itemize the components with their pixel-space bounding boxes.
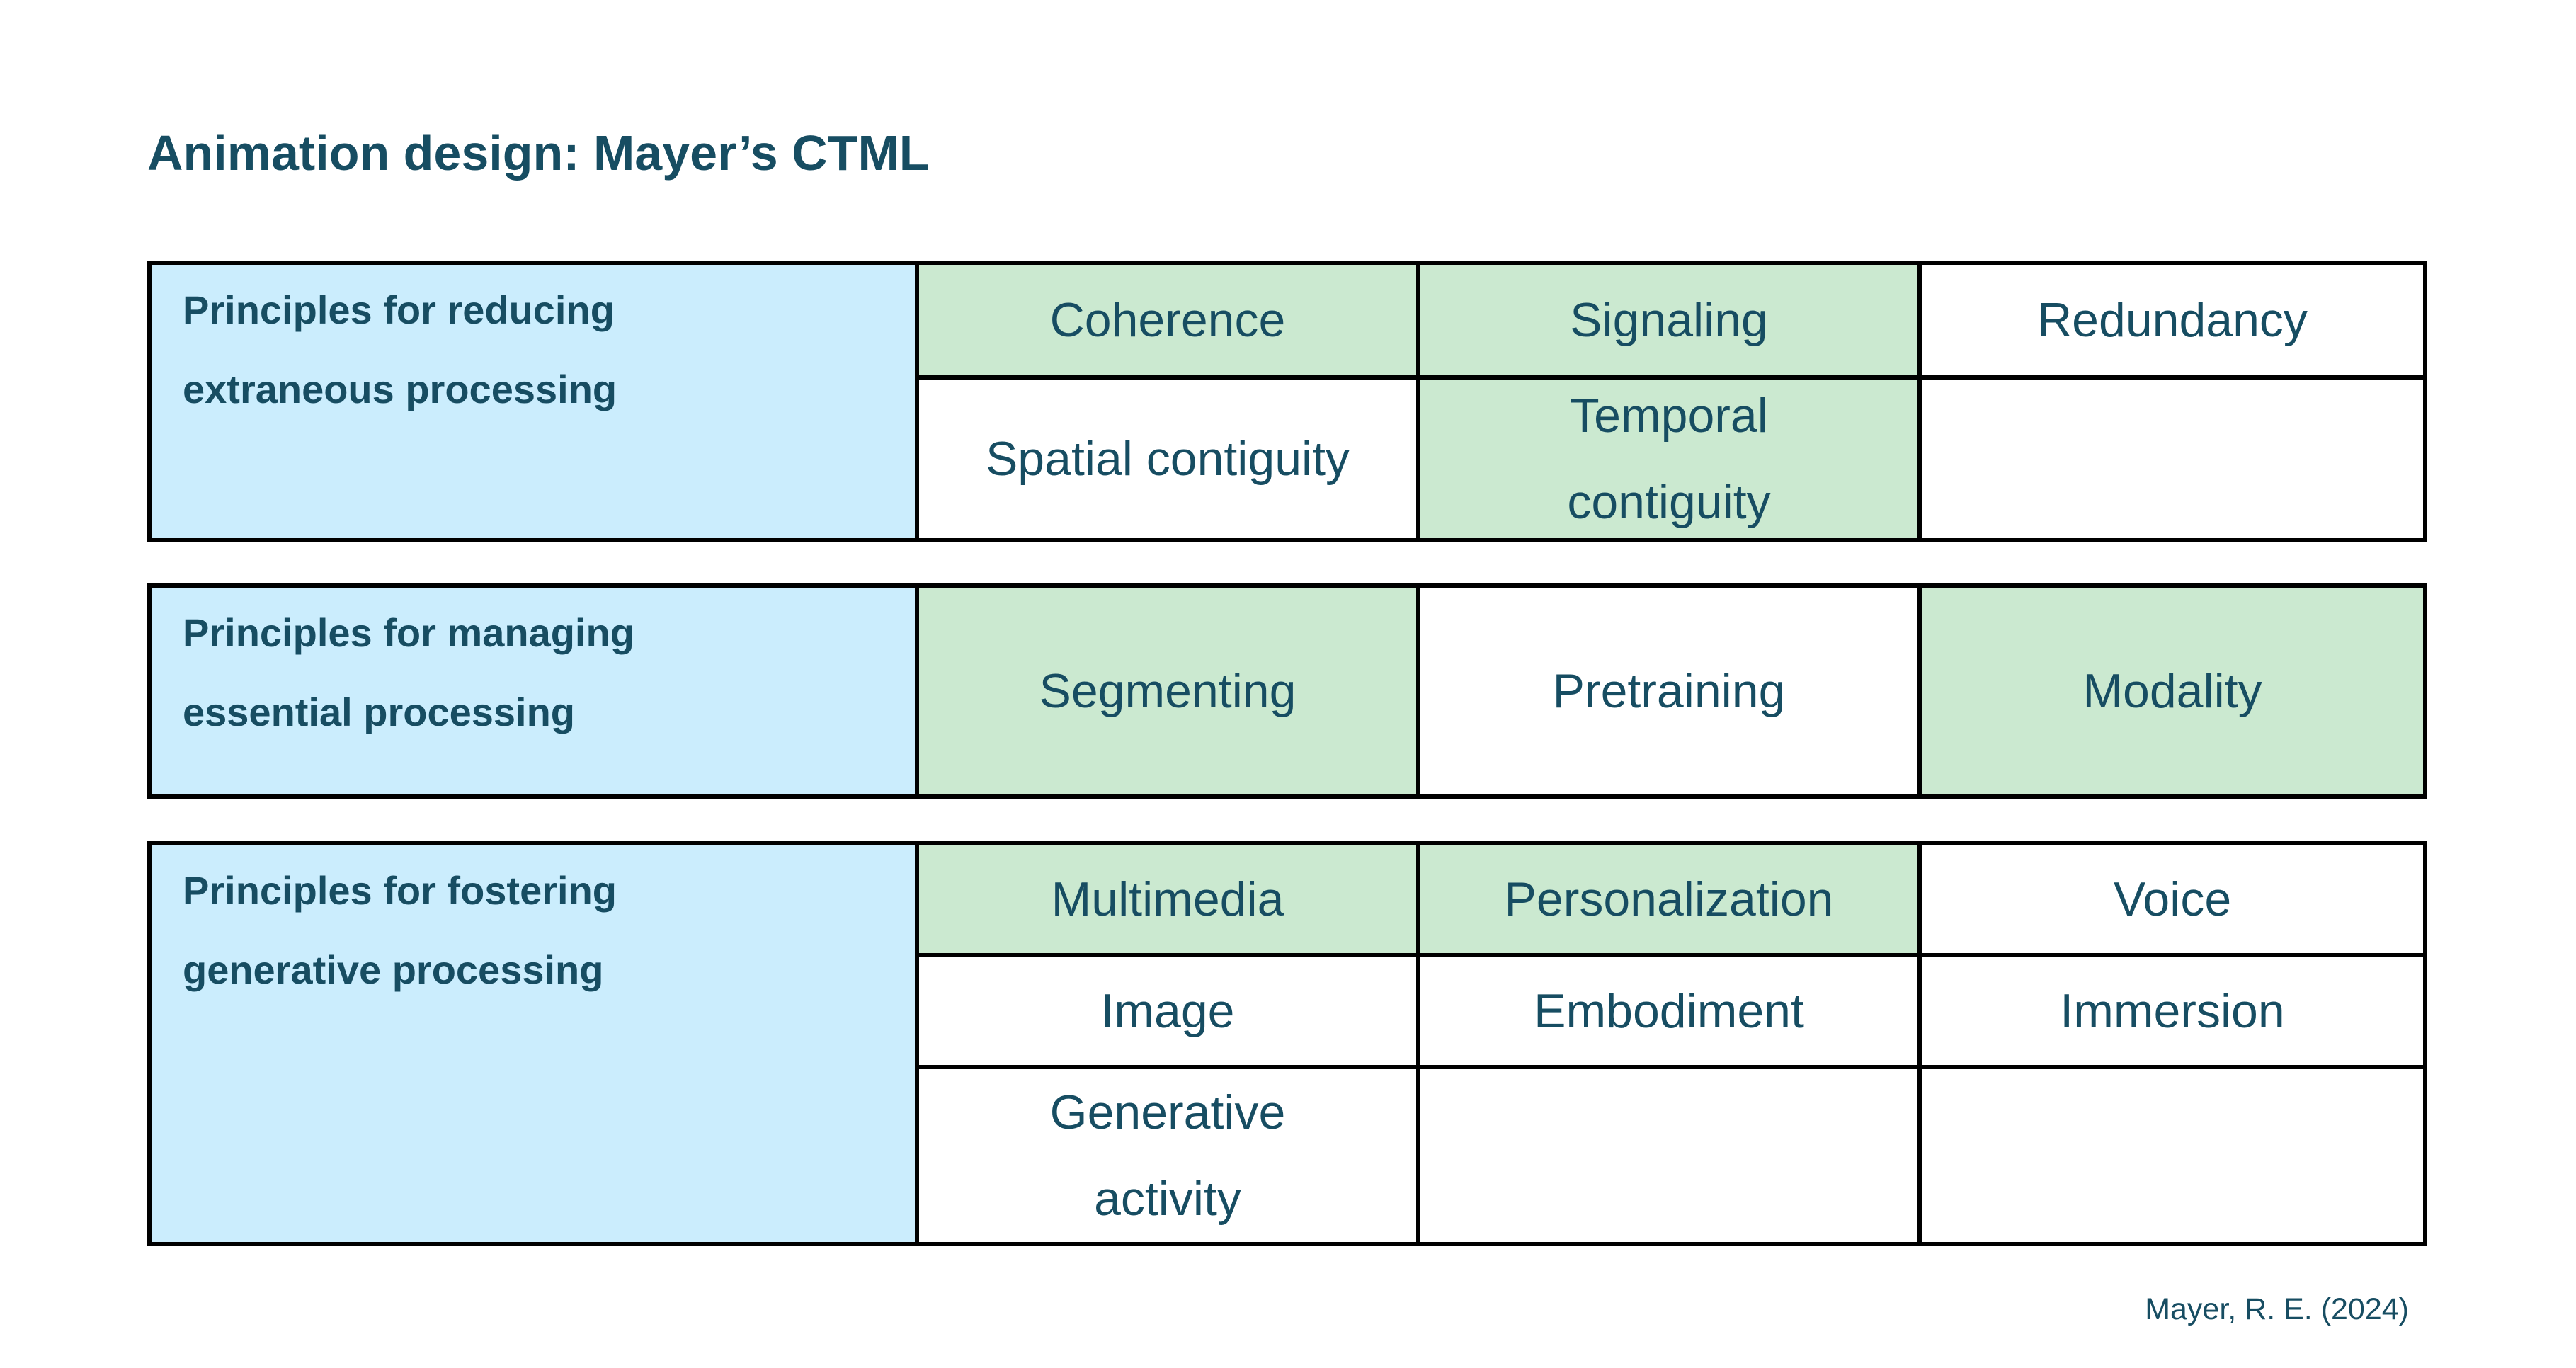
principle-cell-temporal-contiguity: Temporal contiguity (1420, 380, 1922, 542)
principle-cell-spatial-contiguity: Spatial contiguity (919, 380, 1420, 542)
principle-cell-redundancy: Redundancy (1922, 265, 2427, 380)
table-reducing-extraneous-processing: Principles for reducing extraneous proce… (147, 261, 2427, 542)
table-fostering-generative-processing: Principles for fostering generative proc… (147, 841, 2427, 1246)
empty-cell (1922, 1069, 2427, 1246)
principle-cell-pretraining: Pretraining (1420, 588, 1922, 799)
principle-cell-immersion: Immersion (1922, 957, 2427, 1069)
row-header-reducing-extraneous: Principles for reducing extraneous proce… (152, 265, 919, 542)
principle-cell-generative-activity: Generative activity (919, 1069, 1420, 1246)
principle-cell-multimedia: Multimedia (919, 845, 1420, 957)
page-title: Animation design: Mayer’s CTML (147, 125, 930, 181)
row-header-fostering-generative: Principles for fostering generative proc… (152, 845, 919, 1246)
empty-cell (1420, 1069, 1922, 1246)
principle-cell-coherence: Coherence (919, 265, 1420, 380)
empty-cell (1922, 380, 2427, 542)
principle-cell-modality: Modality (1922, 588, 2427, 799)
principle-cell-voice: Voice (1922, 845, 2427, 957)
table-managing-essential-processing: Principles for managing essential proces… (147, 583, 2427, 799)
principle-cell-personalization: Personalization (1420, 845, 1922, 957)
principle-cell-embodiment: Embodiment (1420, 957, 1922, 1069)
citation: Mayer, R. E. (2024) (2145, 1292, 2409, 1326)
principle-cell-image: Image (919, 957, 1420, 1069)
principle-cell-segmenting: Segmenting (919, 588, 1420, 799)
row-header-managing-essential: Principles for managing essential proces… (152, 588, 919, 799)
principle-cell-signaling: Signaling (1420, 265, 1922, 380)
